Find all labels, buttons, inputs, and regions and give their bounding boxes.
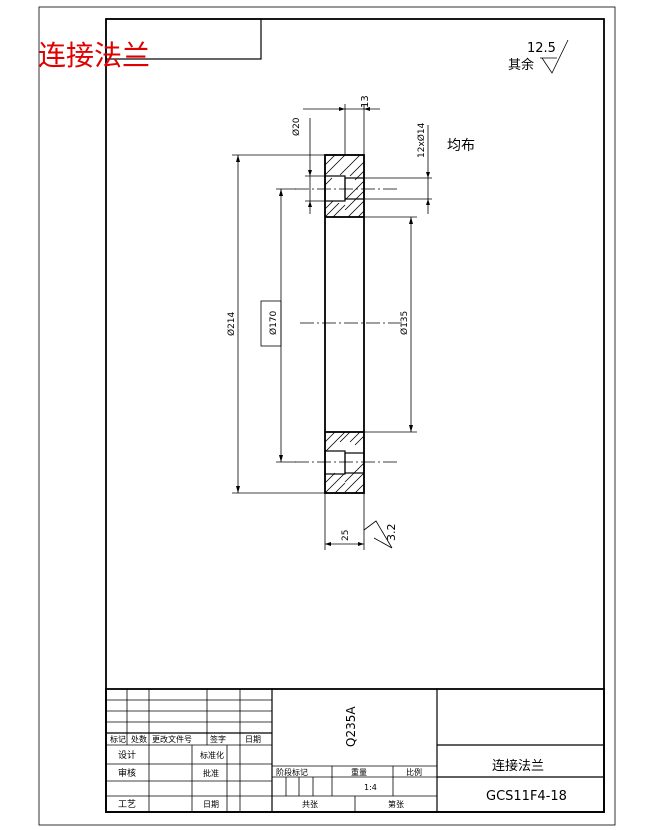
roughness-other: 12.5 其余 <box>508 39 569 74</box>
dim-bolt-circle: Ø170 <box>268 310 279 335</box>
flange-section <box>295 154 405 494</box>
roughness-face-value: 3.2 <box>385 524 398 542</box>
dim-thickness-top: 13 <box>360 95 371 108</box>
label-standardization: 标准化 <box>200 750 224 760</box>
label-date: 日期 <box>203 800 219 809</box>
stage-mark-label: 阶段标记 <box>276 767 308 777</box>
roughness-face-symbol-icon <box>363 520 393 549</box>
rev-header-sign: 签字 <box>210 734 226 744</box>
material: Q235A <box>344 706 358 747</box>
overlay-title: 连接法兰 <box>38 39 150 72</box>
weight-label: 重量 <box>351 767 367 777</box>
rev-header-count: 处数 <box>131 734 147 744</box>
top-hatch <box>324 154 365 218</box>
roughness-other-value: 12.5 <box>527 41 556 56</box>
rev-header-mark: 标记 <box>110 734 126 744</box>
outer-border <box>38 6 616 826</box>
rev-header-date: 日期 <box>245 735 261 744</box>
dimension-lines <box>232 104 432 550</box>
holes-note: 均布 <box>447 138 475 154</box>
dim-outer: Ø214 <box>226 311 237 336</box>
dim-width: 25 <box>341 530 351 541</box>
role-design: 设计 <box>118 749 136 761</box>
dim-inner: Ø135 <box>399 311 410 335</box>
drawing-frame <box>105 18 605 813</box>
role-process: 工艺 <box>118 799 136 810</box>
title-block <box>105 688 605 813</box>
part-name: 连接法兰 <box>492 758 544 774</box>
dim-counterbore: Ø20 <box>291 117 302 136</box>
sheet-total-label: 共张 <box>302 800 318 809</box>
role-review: 审核 <box>118 767 136 779</box>
roughness-other-label: 其余 <box>508 57 534 73</box>
dim-holes: 12xØ14 <box>416 122 427 158</box>
sheet-number-label: 第张 <box>388 799 404 809</box>
scale-label: 比例 <box>406 767 422 777</box>
bolt-circle-box <box>260 300 282 347</box>
drawing-number: GCS11F4-18 <box>486 789 567 804</box>
rev-header-file: 更改文件号 <box>152 734 192 744</box>
bottom-hatch <box>324 431 365 494</box>
roughness-symbol-icon <box>540 39 569 74</box>
code-box <box>105 18 262 60</box>
scale-value: 1:4 <box>364 783 377 792</box>
label-approve: 批准 <box>203 768 219 778</box>
